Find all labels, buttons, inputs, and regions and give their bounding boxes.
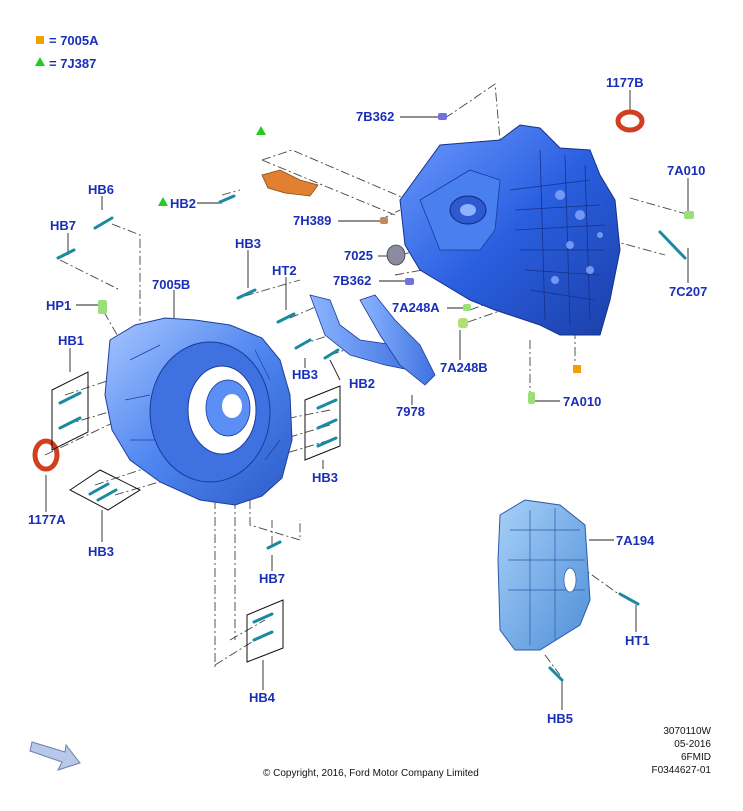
label-7H389: 7H389	[293, 213, 332, 228]
legend-7J387: = 7J387	[49, 56, 97, 71]
marker-triangle-icon	[256, 126, 266, 135]
seal-1177B	[615, 109, 645, 133]
label-7978: 7978	[396, 404, 425, 419]
label-HB2-top: HB2	[170, 196, 197, 211]
legend-square-icon	[36, 36, 44, 44]
label-7025: 7025	[344, 248, 373, 263]
oil-pan	[497, 499, 591, 651]
label-7A010-right: 7A010	[667, 163, 706, 178]
label-7A010-bottom: 7A010	[563, 394, 602, 409]
label-HB5: HB5	[547, 711, 574, 726]
copyright-text: © Copyright, 2016, Ford Motor Company Li…	[263, 768, 479, 779]
transmission-case	[399, 124, 621, 336]
fittings	[98, 113, 694, 404]
bell-housing	[104, 317, 293, 506]
marker-square-icon	[573, 365, 581, 373]
label-HB3-bottom: HB3	[88, 544, 115, 559]
seal-1177A	[32, 438, 60, 472]
label-HP1: HP1	[46, 298, 72, 313]
diagram-code-4: F0344627-01	[651, 765, 712, 776]
label-HB7-left: HB7	[50, 218, 77, 233]
label-1177A: 1177A	[28, 512, 66, 527]
label-HB3-right: HB3	[312, 470, 339, 485]
legend-triangle-icon	[35, 57, 45, 66]
label-7A194: 7A194	[616, 533, 655, 548]
label-HT1: HT1	[625, 633, 650, 648]
bolt-group-boxes	[51, 371, 341, 663]
leader-lines	[45, 90, 689, 710]
diagram-code-1: 3070110W	[663, 726, 711, 737]
label-HB7-bottom: HB7	[259, 571, 286, 586]
label-HB2-mid: HB2	[349, 376, 376, 391]
label-7C207: 7C207	[669, 284, 708, 299]
marker-triangle-icon-hb2	[158, 197, 168, 206]
label-HB3-top: HB3	[235, 236, 262, 251]
label-7B362-mid: 7B362	[333, 273, 372, 288]
label-HB1: HB1	[58, 333, 85, 348]
bolts	[56, 194, 687, 682]
label-7A248A: 7A248A	[392, 300, 440, 315]
label-7B362-top: 7B362	[356, 109, 395, 124]
label-HB4: HB4	[249, 690, 276, 705]
legend-7005A: = 7005A	[49, 33, 99, 48]
diagram-code-3: 6FMID	[681, 752, 711, 763]
shield	[309, 294, 436, 386]
bracket	[261, 169, 319, 197]
label-7005B: 7005B	[152, 277, 191, 292]
label-HB3-mid: HB3	[292, 367, 319, 382]
diagram-code-2: 05-2016	[674, 739, 711, 750]
label-HT2: HT2	[272, 263, 297, 278]
diagram-code-block: 3070110W 05-2016 6FMID F0344627-01	[591, 725, 712, 777]
direction-arrow-icon	[29, 741, 81, 771]
label-HB6: HB6	[88, 182, 115, 197]
label-1177B: 1177B	[606, 75, 644, 90]
label-7A248B: 7A248B	[440, 360, 488, 375]
